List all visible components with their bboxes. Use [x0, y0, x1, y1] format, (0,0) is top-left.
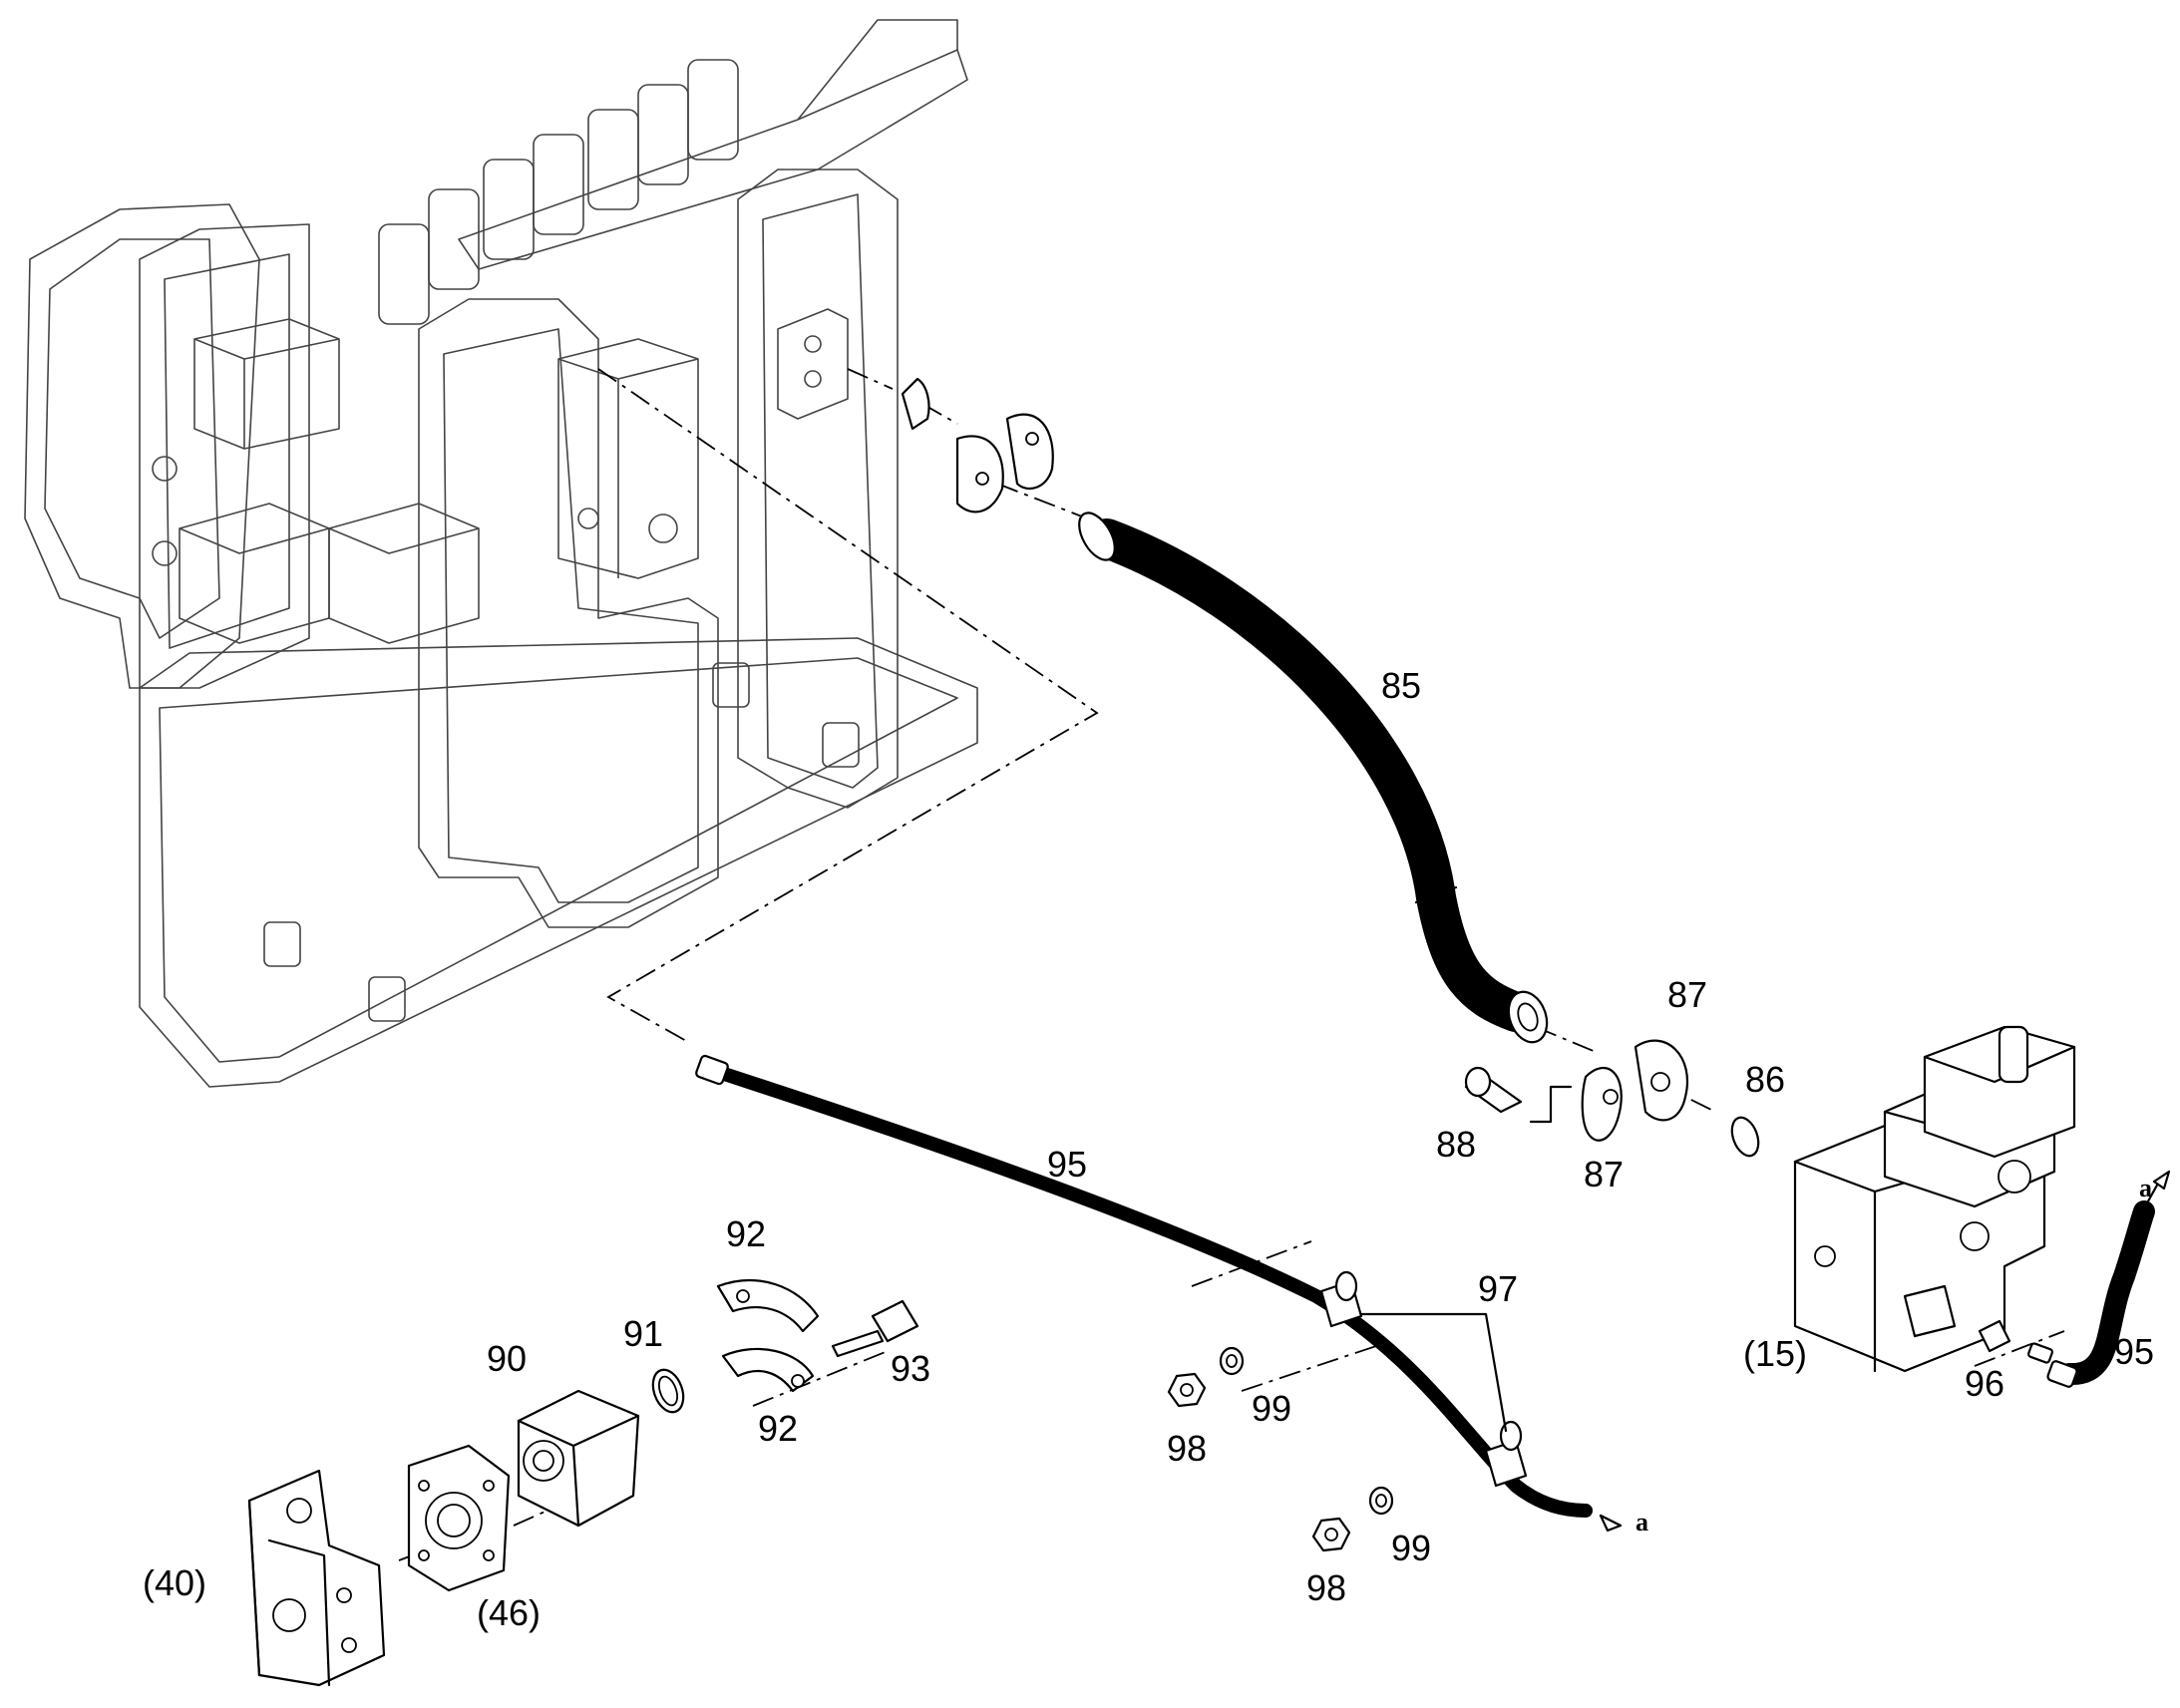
- label-46: (46): [477, 1592, 541, 1633]
- label-93: 93: [891, 1348, 930, 1389]
- label-98-lower: 98: [1306, 1567, 1346, 1608]
- label-92-bottom: 92: [758, 1408, 798, 1449]
- bracket-40: [247, 1469, 386, 1687]
- hose-85: [1078, 512, 1549, 1044]
- hose-95-long: [695, 1054, 1623, 1533]
- label-88: 88: [1436, 1124, 1476, 1165]
- label-99-lower: 99: [1391, 1528, 1431, 1568]
- hose-95-right: [2046, 1170, 2171, 1388]
- label-97: 97: [1478, 1268, 1518, 1309]
- nuts-washers: [1167, 1346, 1394, 1552]
- label-90: 90: [487, 1338, 527, 1379]
- label-92-top: 92: [726, 1213, 766, 1254]
- label-87-bottom: 87: [1584, 1154, 1624, 1195]
- valve-row: [378, 59, 739, 325]
- label-96: 96: [1965, 1363, 2004, 1404]
- label-98-upper: 98: [1167, 1428, 1207, 1469]
- bolt-93: [831, 1299, 919, 1358]
- main-assembly: [24, 19, 978, 1088]
- split-flange-upper: [901, 377, 1054, 513]
- flange-parts-lower: [1464, 1039, 1760, 1158]
- leader-lines: [398, 368, 2065, 1561]
- fitting-96: [1978, 1319, 2053, 1364]
- label-arrow-a-right: a: [2139, 1174, 2152, 1202]
- label-86: 86: [1745, 1059, 1785, 1100]
- valve-block-15: [1793, 1025, 2076, 1373]
- label-arrow-a-lower: a: [1635, 1508, 1648, 1537]
- block-90: [517, 1389, 640, 1528]
- label-40: (40): [143, 1562, 206, 1603]
- split-flange-92: [716, 1279, 820, 1393]
- label-91: 91: [623, 1313, 663, 1354]
- label-15: (15): [1743, 1333, 1807, 1374]
- label-87-top: 87: [1667, 974, 1707, 1015]
- part-labels: 85 86 87 87 88 (15) 95 95 96 97 98 98 99…: [143, 665, 2154, 1633]
- label-95-right: 95: [2114, 1331, 2154, 1372]
- label-95-long: 95: [1047, 1144, 1087, 1185]
- clips-97: [1319, 1270, 1528, 1488]
- label-99-upper: 99: [1252, 1388, 1291, 1429]
- label-85: 85: [1381, 665, 1421, 706]
- oring-91: [651, 1368, 685, 1414]
- flange-46: [407, 1444, 511, 1592]
